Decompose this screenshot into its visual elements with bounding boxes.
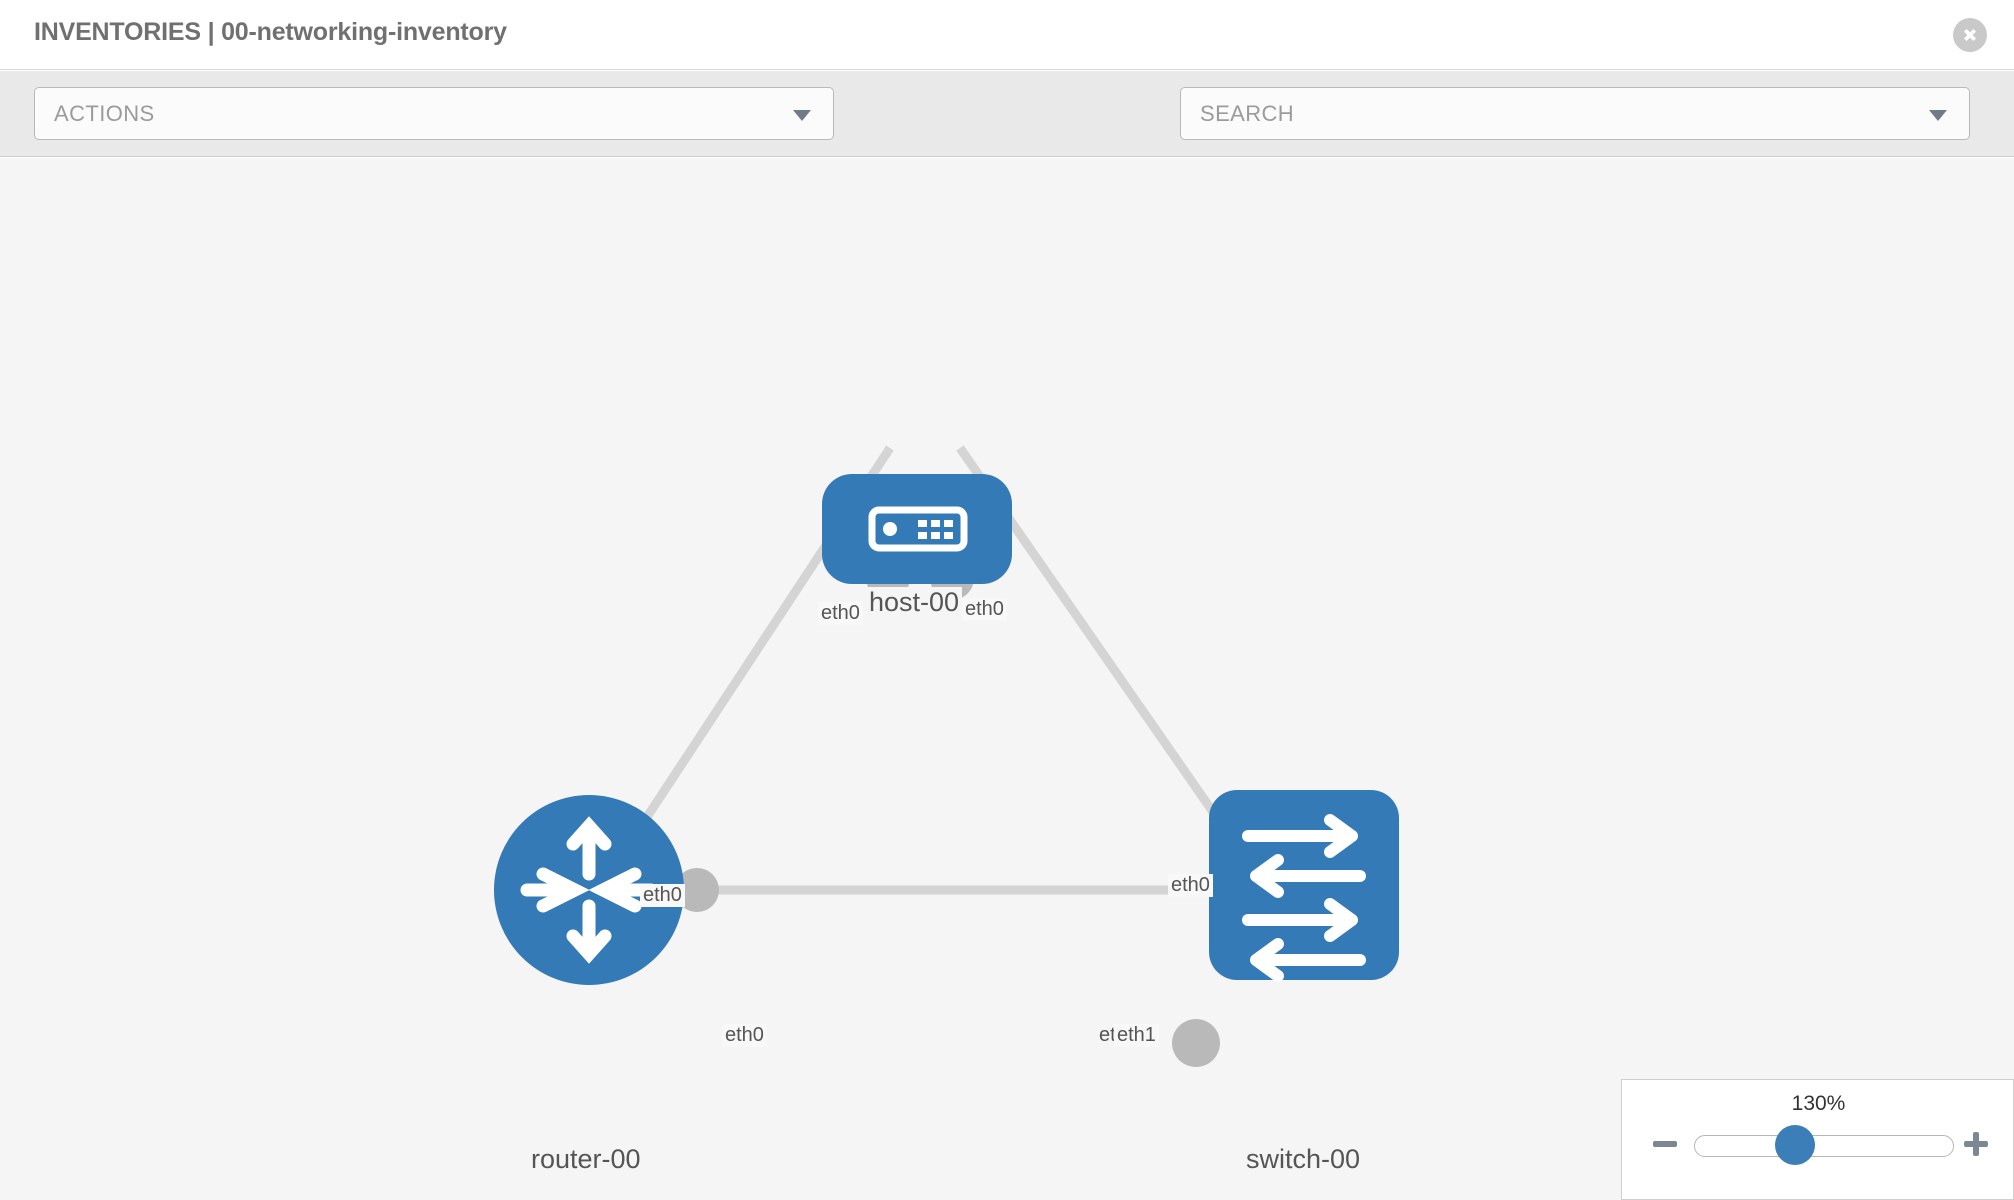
- router-arrows-icon: [520, 816, 658, 964]
- connector-switch-west: [1172, 1019, 1220, 1067]
- connector-router-east: [675, 868, 719, 912]
- search-input-wrapper[interactable]: [1180, 87, 1970, 140]
- zoom-slider[interactable]: [1694, 1135, 1954, 1157]
- actions-dropdown[interactable]: ACTIONS: [34, 87, 834, 140]
- zoom-control-panel: 130%: [1621, 1079, 2014, 1200]
- close-icon[interactable]: [1953, 18, 1987, 52]
- chevron-down-icon: [793, 110, 811, 121]
- node-host-00: [822, 474, 1012, 584]
- host-appliance-icon: [868, 506, 968, 552]
- edge-label-switch-west[interactable]: eth1: [1114, 1024, 1159, 1047]
- edge-label-switch-north[interactable]: eth0: [1168, 874, 1213, 897]
- edge-label-host-right[interactable]: eth0: [962, 598, 1007, 621]
- zoom-slider-handle[interactable]: [1775, 1125, 1815, 1165]
- edge-label-router-east[interactable]: eth0: [722, 1024, 767, 1047]
- node-router-00: [494, 795, 684, 985]
- edge-label-router-north[interactable]: eth0: [640, 884, 685, 907]
- topology-canvas[interactable]: eth0 eth0 eth0 eth0 eth0 eth0 eth1 host-…: [0, 158, 2014, 1200]
- toolbar: ACTIONS: [0, 71, 2014, 205]
- switch-arrows-icon: [1242, 814, 1366, 982]
- page-title: INVENTORIES | 00-networking-inventory: [34, 18, 507, 46]
- actions-dropdown-label: ACTIONS: [54, 101, 155, 126]
- edge-label-host-left[interactable]: eth0: [818, 602, 863, 625]
- page-header: INVENTORIES | 00-networking-inventory: [0, 0, 2014, 70]
- topology-connectors: [675, 556, 1261, 1067]
- search-input[interactable]: [1200, 88, 1900, 139]
- minus-icon: [1653, 1141, 1677, 1147]
- close-x-glyph: [1964, 29, 1976, 41]
- zoom-in-button[interactable]: [1962, 1130, 1990, 1158]
- plus-icon: [1964, 1132, 1988, 1156]
- zoom-level-value: 130%: [1791, 1092, 1846, 1115]
- topology-graph: [494, 445, 1399, 1067]
- chevron-down-icon[interactable]: [1929, 110, 1947, 121]
- zoom-out-button[interactable]: [1651, 1130, 1679, 1158]
- node-switch-00: [1209, 790, 1399, 982]
